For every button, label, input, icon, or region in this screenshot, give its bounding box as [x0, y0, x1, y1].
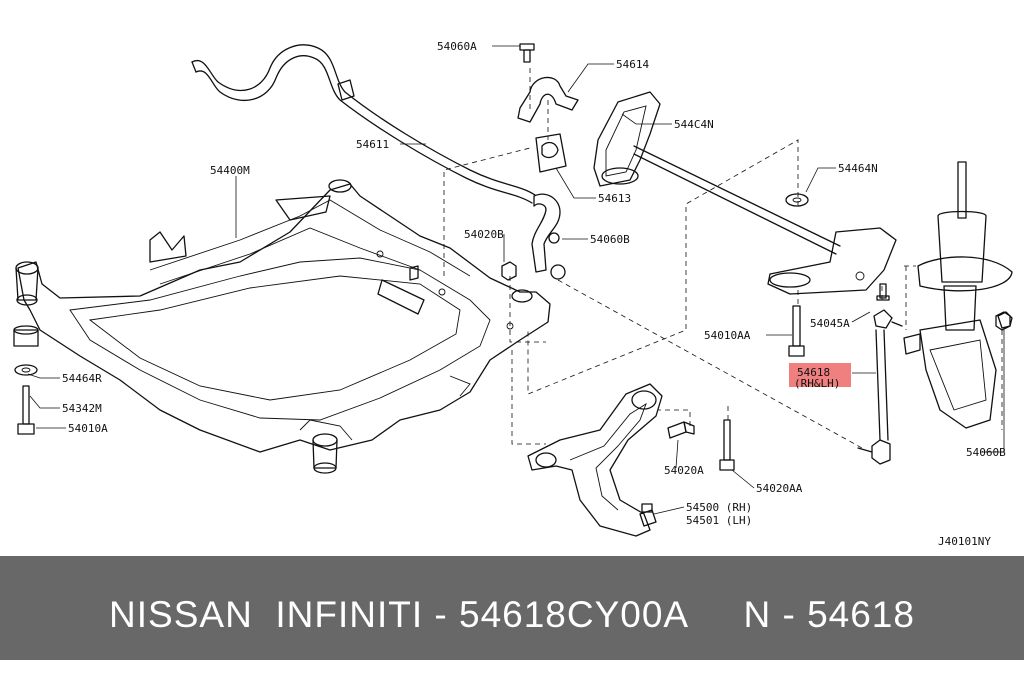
label-54020aa: 54020AA	[756, 482, 803, 495]
parts-diagram-svg: 54060A 54614 544C4N 54611 54613 54400M 5…	[13, 40, 1013, 548]
link-joint-top	[550, 264, 566, 280]
subframe-mount-left	[15, 261, 39, 306]
label-54060a: 54060A	[437, 40, 477, 53]
label-54501-lh: 54501 (LH)	[686, 514, 752, 527]
label-54020a: 54020A	[664, 464, 704, 477]
part-number-banner: NISSAN INFINITI - 54618CY00A N - 54618	[0, 556, 1024, 660]
part-labels: 54060A 54614 544C4N 54611 54613 54400M 5…	[62, 40, 1006, 548]
label-54500-rh: 54500 (RH)	[686, 501, 752, 514]
label-54611: 54611	[356, 138, 389, 151]
parts-diagram: 54060A 54614 544C4N 54611 54613 54400M 5…	[13, 40, 1013, 548]
rear-mount-bracket-part	[593, 91, 897, 295]
bolt-54045a	[876, 283, 890, 301]
assembly-guide-lines	[443, 68, 1003, 449]
nut-54060b-top	[548, 232, 560, 244]
leader-lines	[27, 45, 1005, 515]
label-54010a: 54010A	[68, 422, 108, 435]
subframe-mount-rear	[328, 179, 533, 303]
label-54614: 54614	[616, 58, 649, 71]
label-54464r: 54464R	[62, 372, 102, 385]
bolt-54010aa	[788, 305, 805, 357]
washer-54464n	[785, 193, 809, 207]
stabilizer-lower-end	[531, 193, 561, 273]
label-54060b-top: 54060B	[590, 233, 630, 246]
bolt-54020aa	[719, 419, 735, 471]
highlight-54618	[789, 363, 851, 387]
label-54618-sub: (RH&LH)	[794, 377, 840, 390]
label-54060b-right: 54060B	[966, 446, 1006, 459]
lower-control-arm-part	[527, 383, 663, 537]
washer-hole	[792, 197, 802, 203]
bushing-clamp-part	[517, 43, 579, 173]
label-544c4n: 544C4N	[674, 118, 714, 131]
stabilizer-link-part	[857, 309, 903, 465]
label-54618: 54618	[797, 366, 830, 379]
stabilizer-bar-part	[191, 44, 536, 204]
bolt-54020a	[667, 421, 695, 439]
subframe-part	[17, 183, 551, 453]
label-54400m: 54400M	[210, 164, 250, 177]
left-mount-hardware	[13, 325, 39, 435]
nut-54060b-right	[995, 311, 1011, 331]
label-54010aa: 54010AA	[704, 329, 751, 342]
label-54020b: 54020B	[464, 228, 504, 241]
subframe-mount-front	[312, 433, 338, 474]
nut-54020b	[501, 261, 517, 281]
diagram-code: J40101NY	[938, 535, 991, 548]
strut-assembly-part	[903, 161, 1013, 429]
label-54045a: 54045A	[810, 317, 850, 330]
label-54464n: 54464N	[838, 162, 878, 175]
part-number-title: NISSAN INFINITI - 54618CY00A N - 54618	[109, 594, 915, 635]
label-54342m: 54342M	[62, 402, 102, 415]
label-54613: 54613	[598, 192, 631, 205]
